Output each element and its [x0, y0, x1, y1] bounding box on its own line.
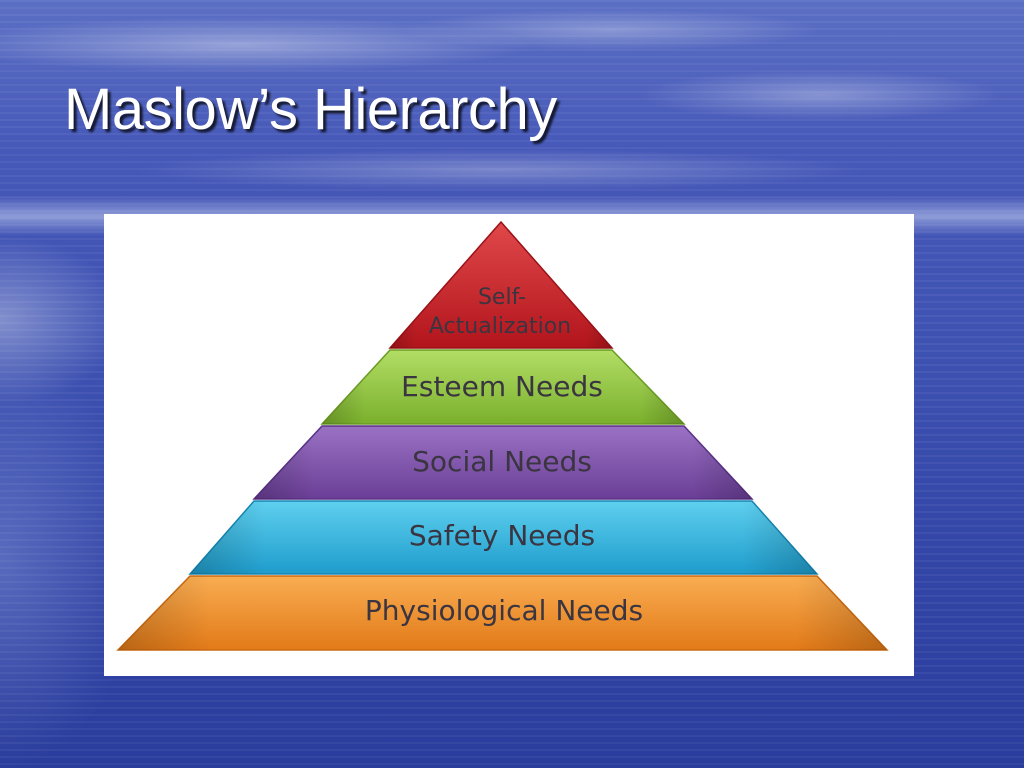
tier-social: Social Needs: [252, 425, 754, 500]
tier-social-shading: [254, 426, 752, 499]
tier-esteem: Esteem Needs: [320, 349, 686, 425]
tier-safety: Safety Needs: [188, 500, 819, 575]
tier-self-actualization: Self- Actualization: [388, 220, 614, 349]
slide-title: Maslow’s Hierarchy: [64, 77, 557, 142]
tier-esteem-shading: [322, 350, 684, 424]
pyramid-diagram: Physiological Needs Safety Needs Social …: [116, 220, 889, 651]
tier-physiological-label: Physiological Needs: [365, 594, 643, 627]
tier-physiological: Physiological Needs: [116, 575, 889, 651]
diagram-panel: Physiological Needs Safety Needs Social …: [104, 214, 914, 676]
tier-physiological-shading: [118, 576, 887, 650]
tier-safety-label: Safety Needs: [409, 519, 595, 552]
tier-self-actualization-label-line1: Self-: [478, 285, 526, 310]
tier-social-label: Social Needs: [412, 445, 592, 478]
tier-self-actualization-label-line2: Actualization: [429, 314, 571, 339]
tier-safety-shading: [190, 501, 817, 574]
tier-self-actualization-shading: [390, 222, 612, 348]
tier-esteem-label: Esteem Needs: [401, 370, 603, 403]
